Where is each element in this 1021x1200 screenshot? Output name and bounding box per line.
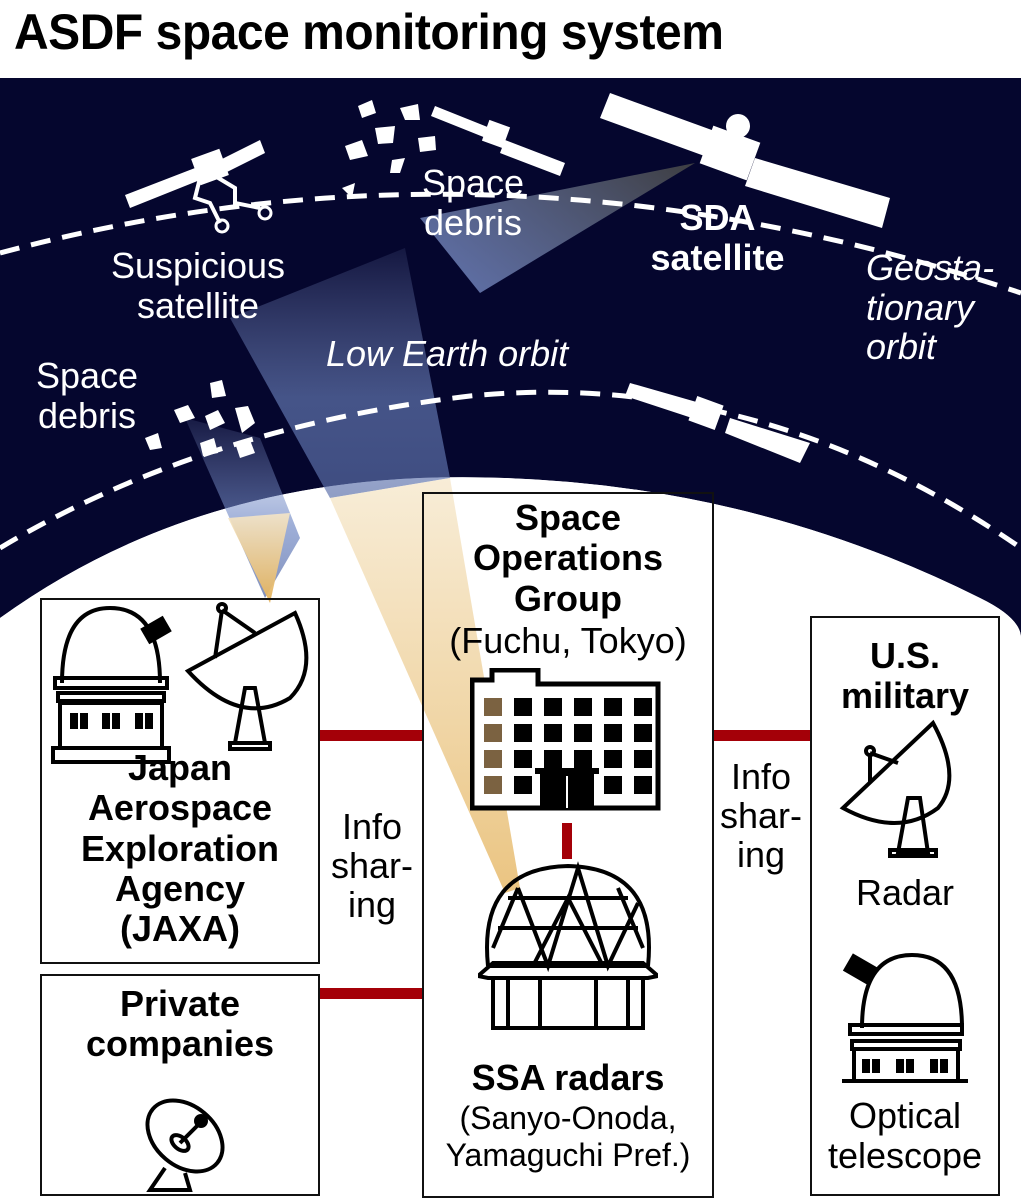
label-line: debris (423, 202, 523, 244)
text-line: Optical (848, 1095, 962, 1136)
jaxa-telescope-icon (51, 605, 172, 764)
text-line: military (840, 675, 970, 717)
us-radar-label: Radar (855, 872, 955, 913)
text-line: (Sanyo-Onoda, (459, 1100, 677, 1136)
text-line: Group (514, 577, 622, 619)
link-spaceops-ssa (562, 823, 572, 859)
text-line: telescope (827, 1134, 983, 1176)
label-line: Space (35, 355, 139, 396)
label-line: SDA (679, 197, 756, 238)
ssa-radars-location: (Sanyo-Onoda, Yamaguchi Pref.) (422, 1100, 714, 1174)
text-line: shar- (330, 844, 414, 886)
optical-telescope-icon (842, 953, 968, 1083)
text-line: companies (85, 1023, 275, 1065)
space-operations-group-location: (Fuchu, Tokyo) (449, 620, 687, 661)
text-line: Yamaguchi Pref.) (445, 1136, 691, 1173)
optical-telescope-label: Optical telescope (810, 1096, 1000, 1175)
us-military-box (810, 616, 1000, 1196)
text-line: Aerospace (87, 787, 273, 829)
label-line: Space (421, 162, 525, 203)
label-line: Suspicious (110, 245, 286, 286)
text-line: Private (119, 983, 241, 1024)
text-line: Space (514, 497, 622, 538)
us-military-name: U.S. military (810, 635, 1000, 717)
label-line: satellite (136, 285, 260, 327)
text-line: U.S. (869, 635, 940, 676)
label-line: Geosta- (866, 247, 995, 288)
suspicious-satellite-icon (125, 140, 273, 234)
text-line: Agency (114, 867, 246, 909)
label-space-debris-upper: Space debris (403, 162, 543, 244)
text-line: ing (347, 883, 397, 925)
link-private-spaceops (320, 988, 422, 999)
space-operations-group-name: Space Operations Group (422, 497, 714, 619)
jaxa-radar-icon (184, 602, 309, 751)
label-line: tionary (866, 286, 975, 328)
label-line: satellite (650, 237, 785, 279)
ssa-radars-name: SSA radars (471, 1057, 665, 1098)
text-line: Exploration (80, 827, 280, 869)
info-sharing-right: Info shar- ing (712, 756, 810, 875)
label-sda-satellite: SDA satellite (630, 197, 805, 279)
text-line: shar- (719, 794, 803, 836)
text-line: ing (736, 833, 786, 875)
space-operations-group-box (422, 492, 714, 1198)
label-line: orbit (866, 326, 937, 368)
text-line: Operations (472, 537, 664, 579)
page-title: ASDF space monitoring system (14, 4, 724, 60)
link-jaxa-spaceops (320, 730, 422, 741)
text-line: Japan (127, 747, 233, 788)
debris-upper-icon (342, 100, 436, 198)
link-spaceops-usmilitary (712, 730, 812, 741)
text-line: Info (730, 756, 792, 797)
space-background (0, 78, 1021, 1200)
label-space-debris-lower: Space debris (22, 355, 152, 437)
office-building-icon (470, 668, 661, 811)
us-radar-icon (839, 719, 952, 858)
jaxa-box (40, 598, 320, 964)
private-companies-box (40, 974, 320, 1196)
text-line: Info (341, 806, 403, 847)
label-line: debris (37, 395, 137, 437)
text-line: (JAXA) (119, 908, 240, 950)
info-sharing-left: Info shar- ing (322, 806, 422, 925)
label-geostationary-orbit: Geosta- tionary orbit (866, 248, 1016, 367)
jaxa-name: Japan Aerospace Exploration Agency (JAXA… (40, 747, 320, 950)
label-low-earth-orbit: Low Earth orbit (326, 333, 569, 374)
radar-dome-icon (478, 861, 658, 1030)
debris-lower-icon (145, 380, 255, 458)
satellite-dish-icon (145, 1098, 225, 1192)
sda-satellite-icon (600, 93, 890, 228)
diagram-scene: Suspicious satellite Space debris SDA sa… (0, 78, 1021, 1200)
private-companies-name: Private companies (40, 983, 320, 1065)
label-suspicious-satellite: Suspicious satellite (98, 245, 298, 327)
